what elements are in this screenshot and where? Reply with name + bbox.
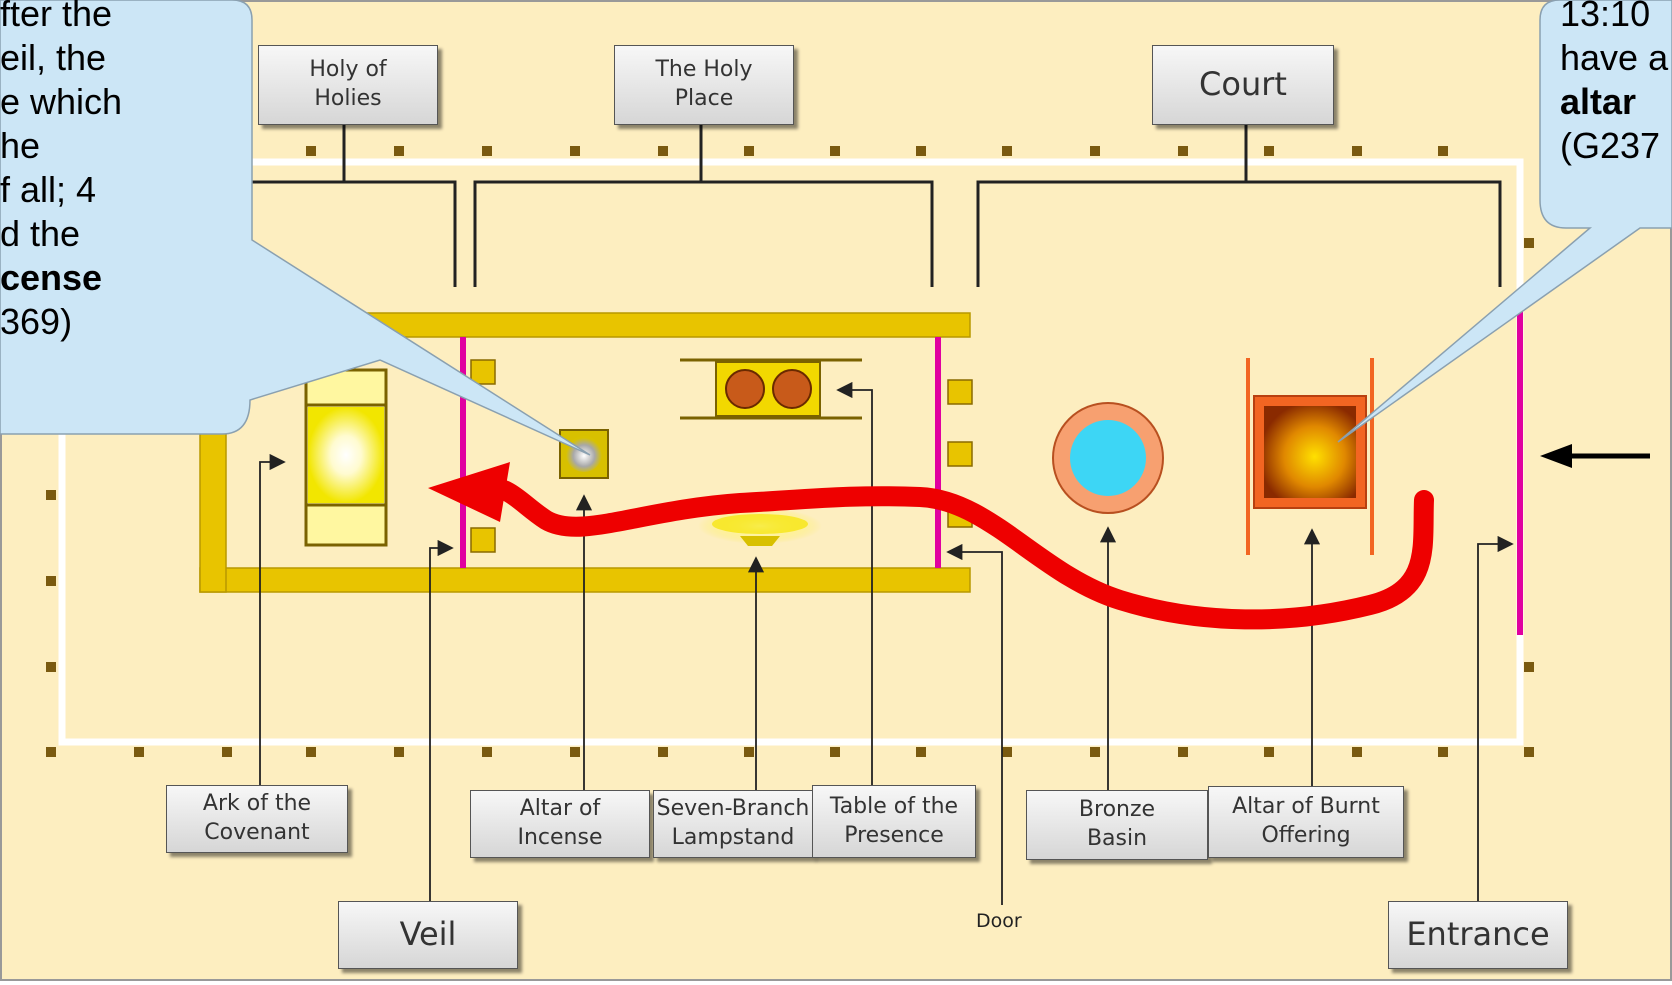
altar-of-burnt-offering: [1246, 358, 1374, 555]
callout-right-line-4: (G237: [1560, 125, 1661, 166]
callout-left-line-8: 369): [0, 301, 73, 342]
pillars: [470, 359, 973, 553]
callout-right-line-2: have a: [1560, 37, 1669, 78]
label-entrance: Entrance: [1388, 901, 1568, 969]
callout-left-line-3: e which: [0, 81, 123, 122]
label-table-of-presence: Table of the Presence: [812, 785, 976, 858]
callout-right-bubble: [1337, 0, 1672, 443]
ark-of-covenant: [304, 368, 388, 547]
label-veil: Veil: [338, 901, 518, 969]
callout-left-line-1: fter the: [0, 0, 113, 34]
pointer-lines: [259, 381, 1514, 905]
callout-left-bubble: [0, 0, 591, 456]
label-holy-of-holies: Holy of Holies: [258, 45, 438, 125]
label-ark-of-covenant: Ark of the Covenant: [166, 785, 348, 853]
label-altar-of-burnt-offering: Altar of Burnt Offering: [1208, 786, 1404, 858]
callout-left-line-5: f all; 4: [0, 169, 97, 210]
altar-of-incense: [559, 429, 609, 479]
court-posts: [46, 146, 1534, 757]
callout-left-line-6: d the: [0, 213, 81, 254]
label-door: Door: [976, 910, 1022, 932]
callout-right-line-1: 13:10: [1560, 0, 1651, 34]
label-holy-place: The Holy Place: [614, 45, 794, 125]
callout-right-line-3: altar: [1560, 81, 1637, 122]
callout-left-line-7: cense: [0, 257, 103, 298]
label-lampstand: Seven-Branch Lampstand: [653, 790, 813, 858]
callout-left-text: fter the eil, the e which he f all; 4 d …: [0, 0, 122, 344]
table-of-presence: [680, 358, 862, 420]
lampstand: [698, 508, 822, 546]
label-court: Court: [1152, 45, 1334, 125]
path-arrow: [428, 462, 1434, 630]
callout-left-line-4: he: [0, 125, 41, 166]
section-brackets: [200, 120, 1502, 287]
entrance-arrow-icon: [1540, 444, 1650, 468]
label-altar-of-incense: Altar of Incense: [470, 790, 650, 858]
bronze-basin: [1052, 402, 1164, 514]
callout-right-text: 13:10 have a altar (G237: [1560, 0, 1668, 168]
callout-left-line-2: eil, the: [0, 37, 107, 78]
label-bronze-basin: Bronze Basin: [1026, 790, 1208, 860]
